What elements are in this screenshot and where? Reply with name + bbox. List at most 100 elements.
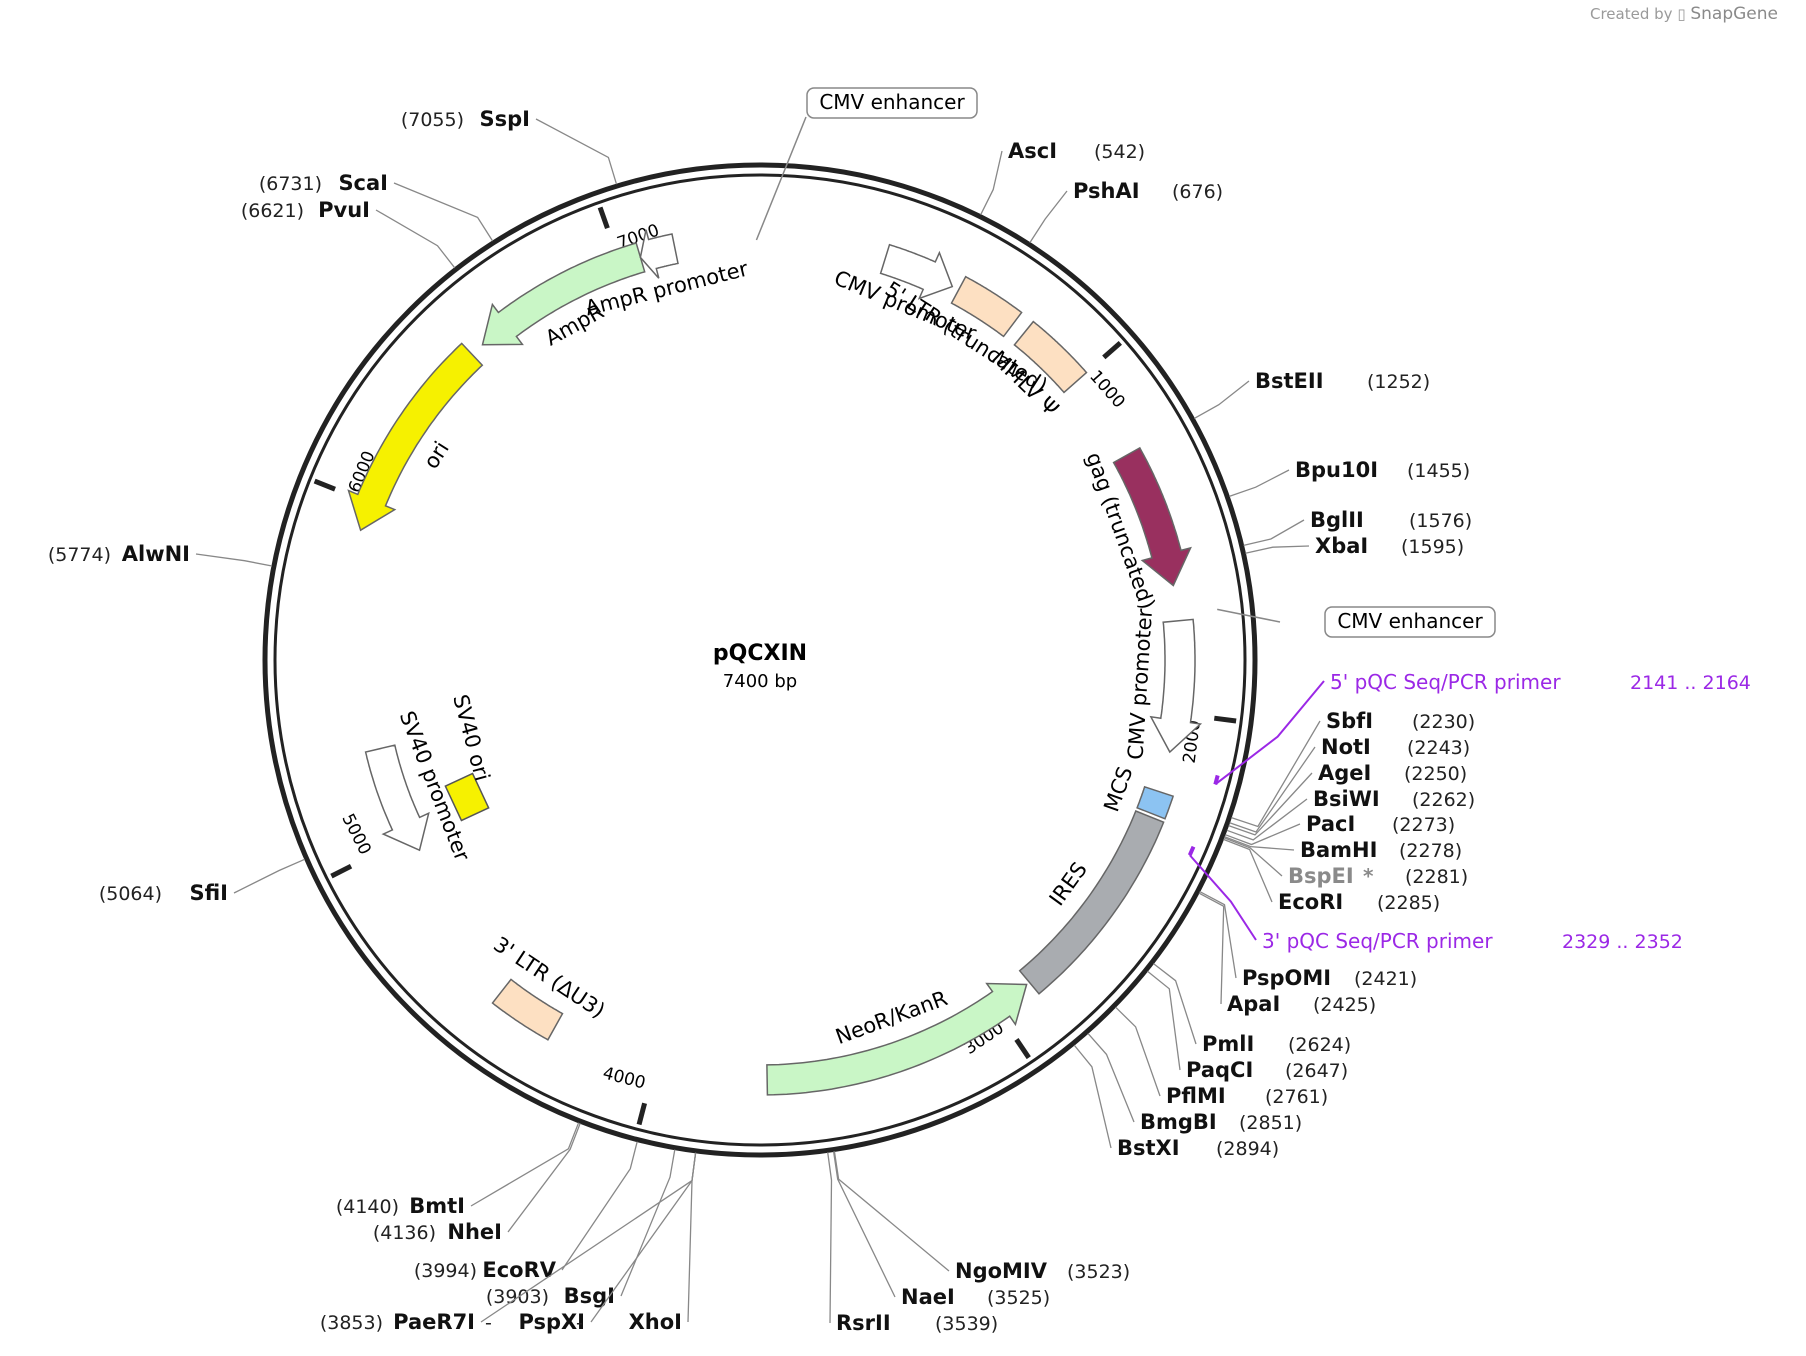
site-name: SfiI (189, 881, 228, 905)
tick-label-4000: 4000 (601, 1063, 648, 1093)
site-bamhi[interactable]: BamHI(2278) (1224, 836, 1463, 862)
site-xhoi[interactable]: XhoI- (576, 1152, 697, 1334)
tick-mark-4000 (636, 1102, 648, 1126)
tick-mark-1000 (1102, 340, 1122, 360)
site-pflmi[interactable]: PflMI(2761) (1115, 1006, 1329, 1108)
site-ecori[interactable]: EcoRI(2285) (1223, 838, 1441, 914)
site-position: (2281) (1405, 866, 1468, 888)
site-bmgbi[interactable]: BmgBI (2851) (1087, 1032, 1302, 1134)
site-asci[interactable]: AscI (542) (980, 139, 1145, 215)
site-alwni[interactable]: AlwNI (5774) (48, 542, 273, 567)
site-name: BspEI (1288, 864, 1354, 888)
site-position: (2278) (1399, 840, 1462, 862)
feature-cmv-enhancer[interactable]: CMV enhancer (755, 87, 978, 241)
site-position: (2761) (1265, 1086, 1328, 1108)
feature-label: CMV promoter (1123, 608, 1157, 761)
tick-mark-5000 (330, 863, 353, 879)
site-ecorv[interactable]: EcoRV(3994) (414, 1141, 638, 1282)
snapgene-logo-icon: ▯ (1677, 5, 1686, 23)
site-position: (6731) (259, 173, 322, 195)
feature-sv40-ori[interactable]: SV40 ori (444, 692, 494, 822)
site-position: (5064) (99, 883, 162, 905)
feature-label: CMV enhancer (1337, 609, 1483, 633)
site-sbfi[interactable]: SbfI(2230) (1231, 709, 1475, 828)
site-position: (2421) (1354, 968, 1417, 990)
snapgene-credit: Created by ▯ SnapGene (1590, 4, 1778, 24)
site-bspei[interactable]: BspEI * (2281) (1223, 837, 1468, 888)
site-name: PshAI (1073, 179, 1140, 203)
site-name: PmlI (1202, 1032, 1254, 1056)
site-sspi[interactable]: SspI (7055) (401, 107, 618, 185)
site-pmli[interactable]: PmlI(2624) (1153, 963, 1352, 1056)
feature-label: ori (419, 437, 454, 473)
site-position: (7055) (401, 109, 464, 131)
site-position: (2243) (1407, 737, 1470, 759)
feature-cmv-enhancer[interactable]: CMV enhancer (1217, 606, 1496, 638)
feature-3-ltr-u3[interactable]: 3' LTR (ΔU3) (489, 932, 609, 1041)
site-naei[interactable]: NaeI(3525) (832, 1151, 1051, 1310)
site-name: PspXI (518, 1310, 585, 1334)
site-noti[interactable]: NotI(2243) (1229, 735, 1471, 833)
site-name: BstEII (1255, 369, 1324, 393)
site-bsiwi[interactable]: BsiWI(2262) (1226, 787, 1475, 841)
site-paci[interactable]: PacI(2273) (1225, 812, 1455, 846)
feature-label: MCS (1099, 763, 1137, 815)
site-position: (2851) (1239, 1112, 1302, 1134)
site-name: BstXI (1117, 1136, 1180, 1160)
site-xbai[interactable]: XbaI(1595) (1245, 534, 1464, 558)
site-bsteii[interactable]: BstEII(1252) (1193, 369, 1430, 419)
site-name: AlwNI (122, 542, 190, 566)
site-bmti[interactable]: BmtI(4140) (336, 1122, 580, 1218)
site-pshai[interactable]: PshAI(676) (1029, 179, 1223, 243)
site-position: (3523) (1067, 1261, 1130, 1283)
site-bsgi[interactable]: BsgI(3903) (486, 1149, 676, 1308)
site-nhei[interactable]: NheI (4136) (373, 1123, 581, 1244)
site-name: PaeR7I (393, 1310, 475, 1334)
site-name: BglII (1310, 508, 1364, 532)
site-separator: - (576, 1312, 583, 1334)
site-ngomiv[interactable]: NgoMIV(3523) (833, 1151, 1130, 1283)
site-position: (1576) (1409, 510, 1472, 532)
site-name: RsrII (836, 1311, 891, 1335)
site-bstxi[interactable]: BstXI(2894) (1073, 1044, 1279, 1160)
backbone-outer (262, 162, 1258, 1158)
site-position: (2230) (1412, 711, 1475, 733)
site-name: NheI (447, 1220, 502, 1244)
site-pspomi[interactable]: PspOMI(2421) (1199, 891, 1417, 990)
site-position: (2250) (1404, 763, 1467, 785)
feature-label: CMV enhancer (819, 90, 965, 114)
feature-gag-truncated[interactable]: gag (truncated) (1081, 446, 1192, 613)
site-paqci[interactable]: PaqCI(2647) (1147, 970, 1349, 1082)
site-position: (3994) (414, 1260, 477, 1282)
site-rsrii[interactable]: RsrII (3539) (827, 1152, 998, 1335)
site-position: (4136) (373, 1222, 436, 1244)
tick-label-1000: 1000 (1085, 367, 1129, 413)
site-position: (3525) (987, 1287, 1050, 1309)
site-name: BmgBI (1140, 1110, 1217, 1134)
site-agei[interactable]: AgeI(2250) (1228, 761, 1468, 836)
site-pvui[interactable]: PvuI(6621) (241, 198, 456, 269)
tick-mark-3000 (1014, 1038, 1031, 1060)
site-name: ApaI (1227, 992, 1280, 1016)
site-name: ScaI (338, 171, 388, 195)
site-name: EcoRI (1278, 890, 1343, 914)
site-sfii[interactable]: SfiI (5064) (99, 858, 305, 905)
site-suffix: * (1363, 864, 1374, 888)
feature-label: SV40 ori (448, 692, 494, 784)
site-name: AscI (1008, 139, 1057, 163)
site-position: (5774) (48, 544, 111, 566)
site-position: (1455) (1407, 460, 1470, 482)
site-position: (3853) (320, 1312, 383, 1334)
site-scai[interactable]: ScaI (6731) (259, 171, 494, 242)
site-position: (542) (1094, 141, 1145, 163)
site-bpu10i[interactable]: Bpu10I(1455) (1229, 458, 1470, 498)
site-name: SspI (480, 107, 530, 131)
site-bglii[interactable]: BglII (1576) (1243, 508, 1473, 547)
site-apai[interactable]: ApaI(2425) (1198, 892, 1376, 1016)
primer-label: 3' pQC Seq/PCR primer (1262, 929, 1493, 953)
plasmid-name: pQCXIN (713, 641, 807, 666)
feature-ires[interactable]: IRES (1018, 810, 1165, 995)
site-position: (3539) (935, 1313, 998, 1335)
